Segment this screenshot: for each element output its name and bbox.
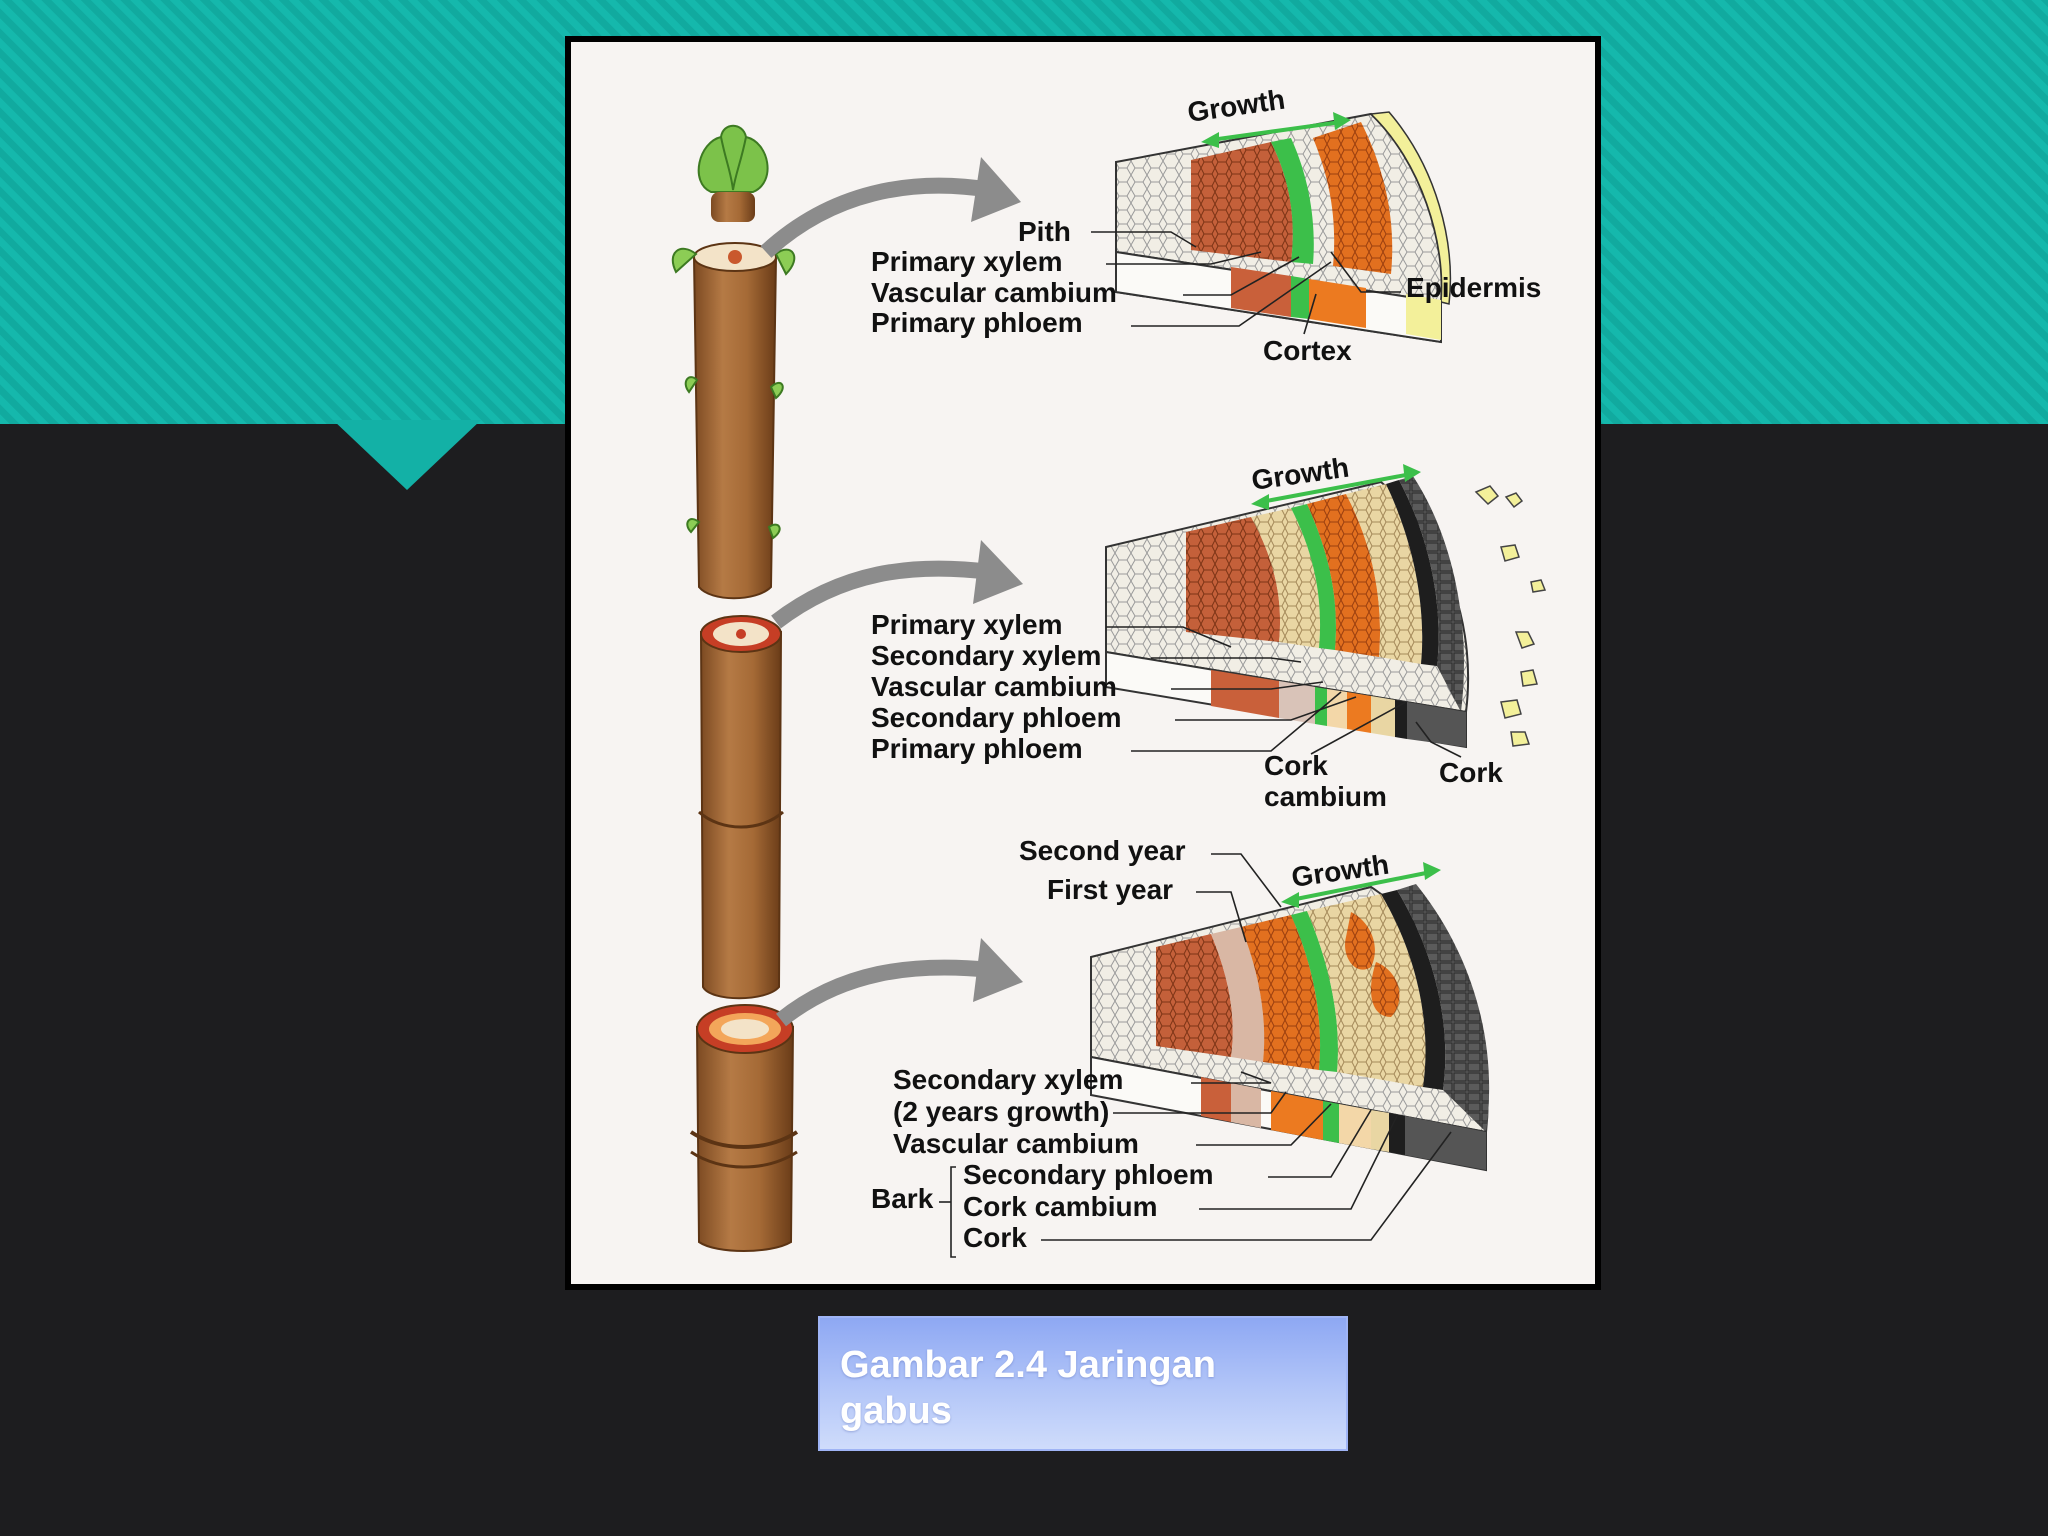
- banner-notch: [333, 420, 481, 490]
- panel2-secondary-phloem-label: Secondary phloem: [871, 702, 1122, 733]
- panel3-first-year-label: First year: [1047, 874, 1173, 905]
- bud-stem-piece: [711, 192, 755, 222]
- stem-illustration: [671, 124, 799, 1252]
- panel2-wedge: [1105, 464, 1547, 749]
- panel1-epidermis-label: Epidermis: [1406, 272, 1541, 303]
- panel1-primary-phloem-label: Primary phloem: [871, 307, 1083, 338]
- figure-frame: Growth Pith Primary xylem Vascular cambi…: [565, 36, 1601, 1290]
- arrow-to-panel2: [771, 560, 992, 629]
- figure-caption-text: Gambar 2.4 Jaringan gabus: [840, 1344, 1216, 1432]
- panel2-primary-xylem-label: Primary xylem: [871, 609, 1062, 640]
- panel1-cortex-label: Cortex: [1263, 335, 1352, 366]
- panel3-cork-cambium-label: Cork cambium: [963, 1191, 1158, 1222]
- panel2-vascular-cambium-label: Vascular cambium: [871, 671, 1117, 702]
- panel2-primary-phloem-label: Primary phloem: [871, 733, 1083, 764]
- panel1-primary-xylem-label: Primary xylem: [871, 246, 1062, 277]
- arrow-to-panel3: [776, 959, 992, 1027]
- panel1-pith-label: Pith: [1018, 216, 1071, 247]
- panel1-vascular-cambium-label: Vascular cambium: [871, 277, 1117, 308]
- terminal-bud: [697, 124, 769, 193]
- panel3-vascular-cambium-label: Vascular cambium: [893, 1128, 1139, 1159]
- panel3-cork-label: Cork: [963, 1222, 1027, 1253]
- panel2-cork-cambium-label-line2: cambium: [1264, 781, 1387, 812]
- panel2-secondary-xylem-label: Secondary xylem: [871, 640, 1101, 671]
- third-year-stem: [695, 1026, 795, 1252]
- figure-caption-box: Gambar 2.4 Jaringan gabus: [818, 1316, 1348, 1451]
- stem-growth-diagram: Growth Pith Primary xylem Vascular cambi…: [571, 42, 1595, 1284]
- panel1-leader-lines: [1091, 231, 1401, 335]
- panel3-leader-lines: [939, 853, 1452, 1258]
- panel3-second-year-label: Second year: [1019, 835, 1186, 866]
- panel2-cork-label: Cork: [1439, 757, 1503, 788]
- panel3-secondary-xylem-label-line1: Secondary xylem: [893, 1064, 1123, 1095]
- arrow-to-panel1: [760, 177, 993, 258]
- young-stem: [692, 256, 778, 600]
- growth-arrows: [760, 157, 1023, 1027]
- panel3-bark-label: Bark: [871, 1183, 934, 1214]
- panel3-wedge: [1090, 862, 1490, 1172]
- second-year-stem: [699, 631, 783, 1000]
- panel3-secondary-xylem-label-line2: (2 years growth): [893, 1096, 1109, 1127]
- panel3-secondary-phloem-label: Secondary phloem: [963, 1159, 1214, 1190]
- panel2-cork-cambium-label-line1: Cork: [1264, 750, 1328, 781]
- panel2-leader-lines: [1106, 626, 1462, 758]
